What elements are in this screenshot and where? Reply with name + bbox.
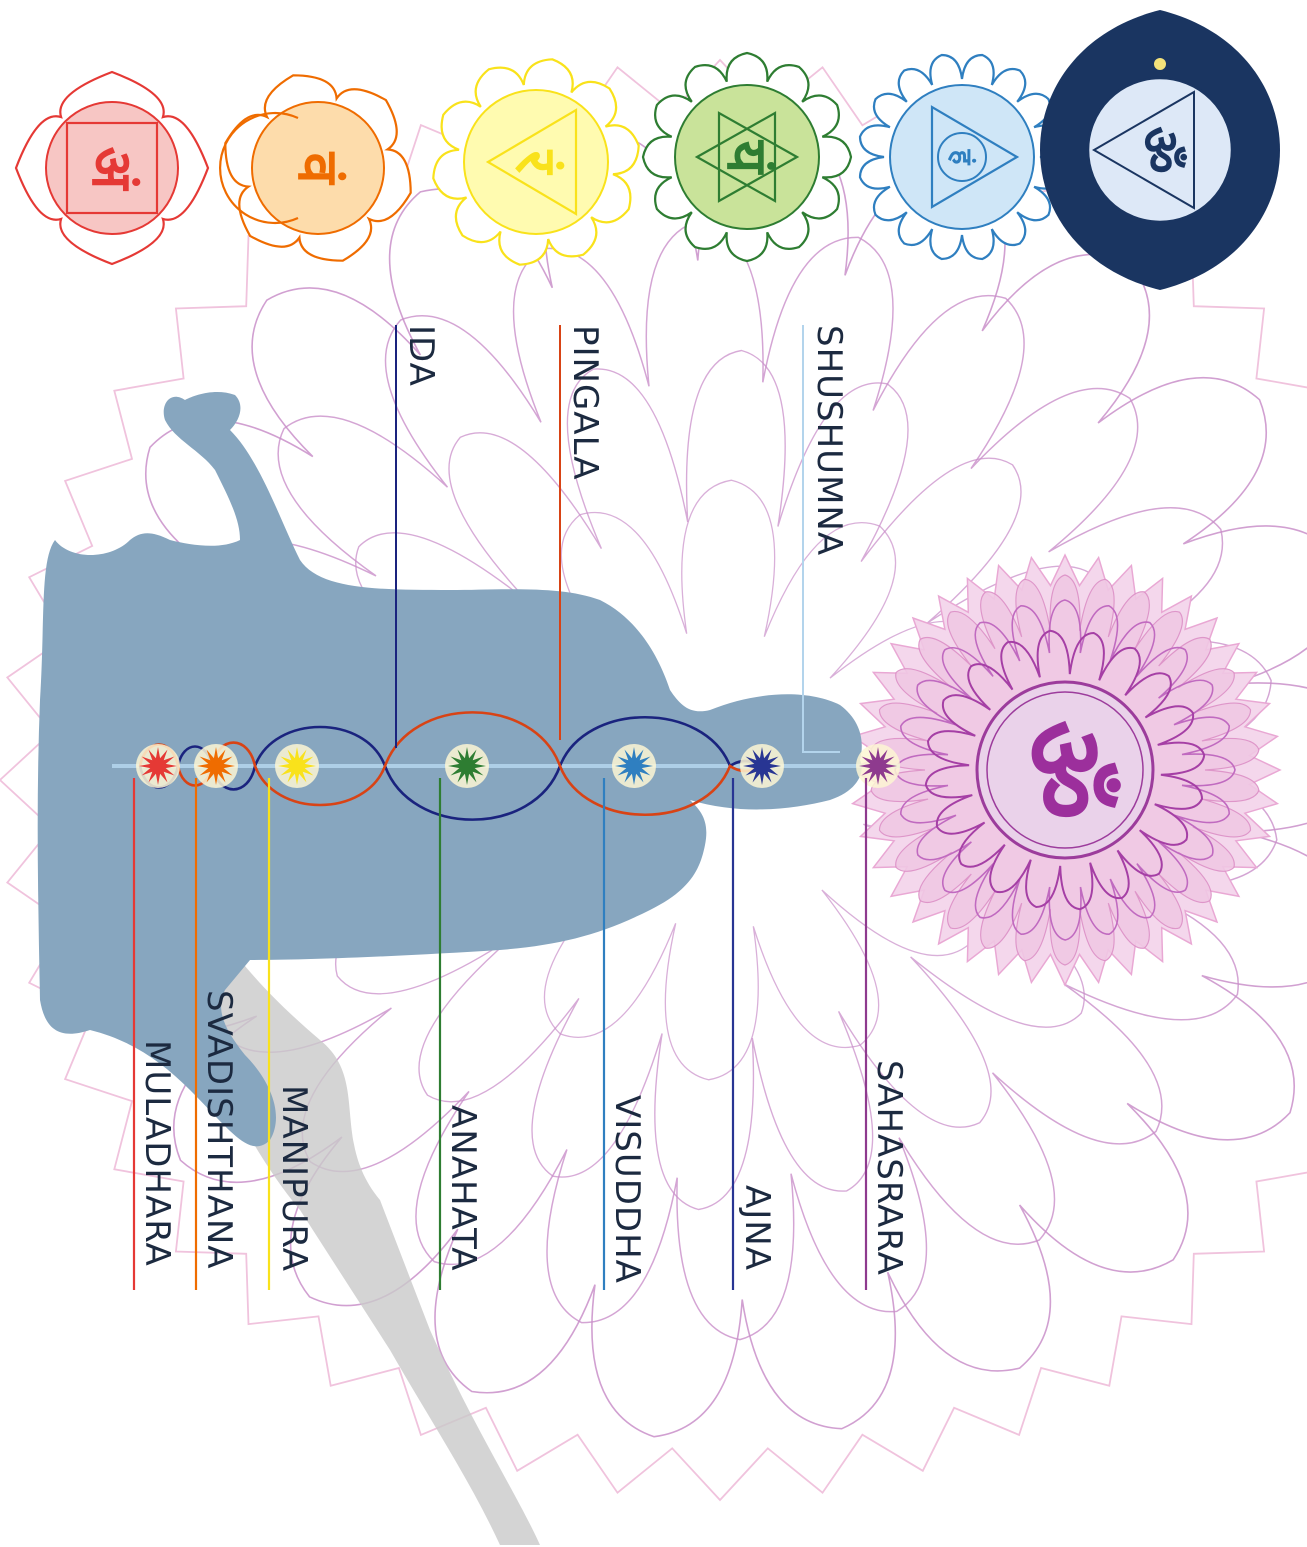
visuddha-symbol-icon: हं (860, 55, 1064, 259)
label-sahasrara: SAHASRARA (869, 1060, 909, 1276)
muladhara-symbol-icon: अं (16, 72, 208, 264)
label-shushumna: SHUSHUMNA (809, 325, 849, 556)
ajna-glyph: ॐ (1130, 126, 1191, 173)
label-ida: IDA (401, 325, 441, 387)
ajna-sun-dot (1154, 58, 1166, 70)
svadishthana-glyph: वं (285, 151, 351, 185)
label-svadishthana: SVADISHTHANA (199, 990, 239, 1270)
chakra-symbols-row: अं वं रं यं हं ॐ (16, 10, 1280, 290)
label-visuddha: VISUDDHA (607, 1095, 647, 1284)
label-manipura: MANIPURA (274, 1085, 314, 1272)
manipura-glyph: रं (503, 150, 569, 176)
anahata-glyph: यं (714, 140, 780, 176)
label-muladhara: MULADHARA (137, 1040, 177, 1267)
anahata-symbol-icon: यं (643, 53, 851, 261)
visuddha-glyph: हं (946, 149, 979, 166)
svadishthana-symbol-icon: वं (220, 75, 411, 260)
ajna-symbol-icon: ॐ (1040, 10, 1280, 290)
sahasrara-crown-lotus: ॐ (850, 555, 1280, 985)
label-ajna: AJNA (737, 1185, 777, 1271)
label-pingala: PINGALA (565, 325, 605, 481)
muladhara-glyph: अं (79, 147, 145, 192)
om-symbol-icon: ॐ (1001, 720, 1130, 820)
manipura-symbol-icon: रं (433, 59, 638, 264)
label-anahata: ANAHATA (443, 1105, 483, 1272)
